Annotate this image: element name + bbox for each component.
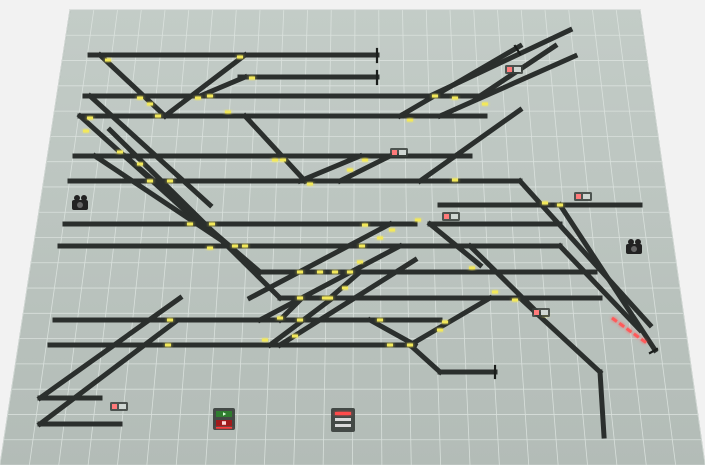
signal-lamp <box>207 247 213 250</box>
signal-lamp <box>482 103 488 106</box>
signal-lamp <box>167 319 173 322</box>
control-tile[interactable] <box>442 212 460 221</box>
signal-lamp <box>137 163 143 166</box>
signal-lamp <box>297 319 303 322</box>
signal-lamp <box>347 271 353 274</box>
signal-lamp <box>209 223 215 226</box>
menu-stack-icon[interactable] <box>335 412 351 427</box>
red-stop-icon[interactable] <box>222 421 226 425</box>
signal-lamp <box>327 297 333 300</box>
signal-lamp <box>442 321 448 324</box>
signal-lamp <box>187 223 193 226</box>
signal-lamp <box>280 159 286 162</box>
signal-lamp <box>512 299 518 302</box>
signal-lamp <box>452 179 458 182</box>
signal-lamp <box>469 267 475 270</box>
signal-lamp <box>242 245 248 248</box>
signal-lamp <box>225 111 231 114</box>
signal-lamp <box>377 319 383 322</box>
control-tile[interactable] <box>532 308 550 317</box>
signal-lamp <box>207 95 213 98</box>
signal-lamp <box>377 237 383 240</box>
signal-lamp <box>357 261 363 264</box>
signal-lamp <box>297 297 303 300</box>
signal-lamp <box>347 169 353 172</box>
signal-lamp <box>432 95 438 98</box>
signal-lamp <box>292 335 298 338</box>
signal-lamp <box>542 202 548 205</box>
signal-lamp <box>147 180 153 183</box>
signal-lamp <box>407 344 413 347</box>
signal-lamp <box>249 77 255 80</box>
signal-lamp <box>297 271 303 274</box>
signal-lamp <box>277 317 283 320</box>
signal-lamp <box>362 224 368 227</box>
signal-lamp <box>105 59 111 62</box>
signal-lamp <box>87 117 93 120</box>
signal-lamp <box>359 245 365 248</box>
control-tile[interactable] <box>390 148 408 157</box>
signal-lamp <box>155 115 161 118</box>
signal-lamp <box>83 130 89 133</box>
control-stack-left[interactable] <box>213 408 235 430</box>
signal-lamp <box>137 97 143 100</box>
signal-lamp <box>167 180 173 183</box>
signal-lamp <box>362 159 368 162</box>
signal-lamp <box>147 103 153 106</box>
signal-lamp <box>492 291 498 294</box>
signal-lamp <box>342 287 348 290</box>
signal-lamp <box>232 245 238 248</box>
signal-lamp <box>332 271 338 274</box>
signal-lamp <box>317 271 323 274</box>
signal-lamp <box>415 219 421 222</box>
signal-lamp <box>389 229 395 232</box>
signal-lamp <box>307 183 313 186</box>
signal-lamp <box>272 159 278 162</box>
signal-lamp <box>262 339 268 342</box>
signal-lamp <box>557 204 563 207</box>
control-tile[interactable] <box>110 402 128 411</box>
control-tile[interactable] <box>574 192 592 201</box>
signal-lamp <box>437 329 443 332</box>
control-stack-right[interactable] <box>331 408 355 432</box>
signal-lamp <box>407 119 413 122</box>
signal-lamp <box>237 56 243 59</box>
signal-lamp <box>387 344 393 347</box>
signal-lamp <box>195 97 201 100</box>
signal-lamp <box>452 97 458 100</box>
signal-lamp <box>165 344 171 347</box>
control-tile[interactable] <box>505 65 523 74</box>
signal-lamp <box>117 151 123 154</box>
